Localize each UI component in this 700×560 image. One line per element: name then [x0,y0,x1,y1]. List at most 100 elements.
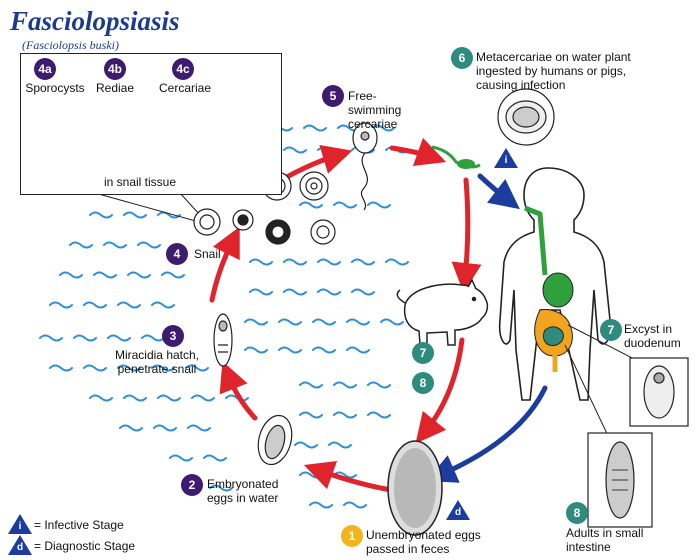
legend-diagnostic-label: = Diagnostic Stage [34,539,136,553]
wave-stroke [153,424,177,432]
wave-stroke [312,318,336,326]
wave-stroke [333,201,357,209]
water-plant [431,145,481,169]
legend-infective-label: = Infective Stage [34,518,124,532]
wave-stroke [137,241,161,249]
badge-step-3: 3 [162,325,184,347]
wave-stroke [328,441,352,449]
excyst-drawing [629,357,689,427]
wave-stroke [367,411,391,419]
wave-stroke [103,241,127,249]
wave-stroke [299,201,323,209]
wave-stroke [117,301,141,309]
wave-stroke [157,211,181,219]
diagnostic-stage-marker: d [446,500,470,520]
arrow-egg-to-embryonated [303,460,395,493]
diagram-subtitle: (Fasciolopsis buski) [22,38,119,52]
pig-drawing [396,278,489,346]
wave-stroke [283,288,307,296]
label-snail: Snail [194,247,221,261]
wave-stroke [367,201,391,209]
inset-pointer [94,192,211,226]
badge-step-1: 1 [341,525,363,547]
arrow-plant-to-human [477,173,520,210]
wave-stroke [117,364,141,372]
arrow-human-to-egg [426,385,548,483]
miracidium-drawing [213,313,233,367]
wave-stroke [244,346,268,354]
wave-stroke [351,258,375,266]
pig-badge-8: 8 [412,372,434,394]
wave-stroke [299,471,323,479]
arrow-embryonated-to-miracidia [219,361,258,421]
wave-stroke [333,411,357,419]
snail-tissue-inset [20,53,282,195]
label-unembryonated-eggs: Unembryonated eggs passed in feces [366,528,481,556]
wave-stroke [278,318,302,326]
legend-diagnostic-symbol: d [8,535,32,555]
digestive-tract [524,205,574,372]
wave-stroke [73,334,97,342]
wave-stroke [333,381,357,389]
wave-stroke [244,318,268,326]
wave-stroke [185,364,209,372]
wave-stroke [283,146,307,154]
wave-stroke [49,301,73,309]
wave-stroke [303,124,327,132]
wave-stroke [83,364,107,372]
badge-4a: 4a [34,58,56,80]
wave-stroke [89,211,113,219]
label-adults: Adults in small intestine [566,526,644,554]
wave-stroke [69,241,93,249]
badge-step-8: 8 [566,502,588,524]
arrow-pig-to-egg [415,337,465,444]
wave-stroke [203,454,227,462]
wave-stroke [119,424,143,432]
label-sporocysts: Sporocysts [25,81,85,95]
wave-stroke [39,334,63,342]
wave-stroke [317,258,341,266]
arrow-miracidia-to-snail [209,226,240,303]
wave-stroke [317,146,341,154]
wave-stroke [249,288,273,296]
wave-stroke [299,381,323,389]
wave-stroke [346,346,370,354]
wave-stroke [385,258,409,266]
wave-stroke [346,318,370,326]
wave-stroke [209,484,233,492]
adult-fluke-drawing [587,432,653,528]
wave-stroke [249,258,273,266]
wave-stroke [127,271,151,279]
wave-stroke [299,411,323,419]
wave-stroke [380,318,404,326]
label-free-swimming-cercariae: Free-swimming cercariae [348,89,402,131]
infective-stage-marker: i [494,148,518,168]
wave-stroke [351,288,375,296]
wave-stroke [157,394,181,402]
arrow-cercariae-to-plant [389,137,447,167]
wave-stroke [83,301,107,309]
badge-step-4: 4 [166,243,188,265]
pig-badge-7: 7 [412,342,434,364]
wave-stroke [161,271,185,279]
human-arrows [426,173,548,483]
wave-stroke [107,334,131,342]
unembryonated-egg-drawing [387,440,443,536]
wave-stroke [191,394,215,402]
label-cercariae: Cercariae [158,81,212,95]
wave-stroke [312,346,336,354]
wave-stroke [151,364,175,372]
badge-step-2: 2 [181,474,203,496]
diagram-title: Fasciolopsiasis [10,6,180,36]
legend-infective-symbol: i [8,514,32,534]
label-metacercariae: Metacercariae on water plant ingested by… [476,50,631,92]
wave-stroke [59,271,83,279]
label-excyst: Excyst in duodenum [624,322,681,350]
badge-4c: 4c [172,58,194,80]
label-miracidia: Miracidia hatch, penetrate snail [114,348,200,376]
label-rediae: Rediae [95,81,135,95]
pointer-lines [564,324,641,441]
badge-step-7: 7 [600,319,622,341]
wave-stroke [278,346,302,354]
